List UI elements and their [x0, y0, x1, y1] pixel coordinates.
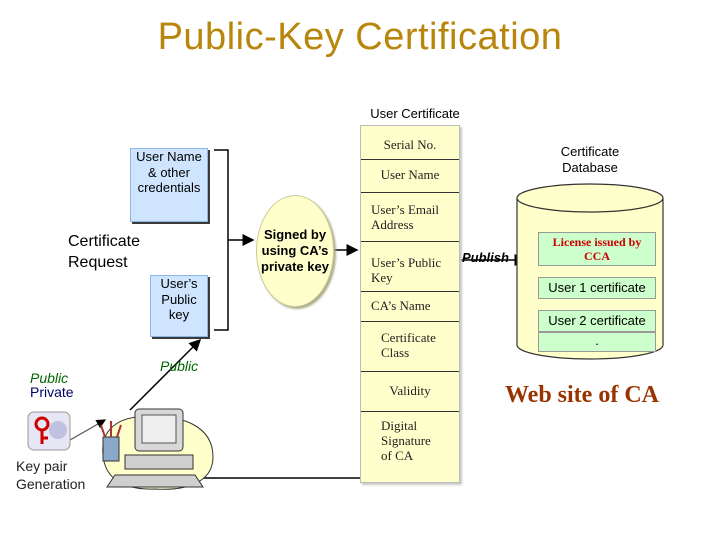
field-divider	[361, 192, 459, 193]
public-key-box: User’s Public key	[150, 275, 208, 337]
field-divider	[361, 371, 459, 372]
public-label-right: Public	[160, 358, 199, 374]
field-serial-no: Serial No.	[383, 137, 437, 152]
credentials-box: User Name & other credentials	[130, 148, 208, 222]
public-label-left: Public	[30, 370, 69, 386]
field-divider	[361, 411, 459, 412]
license-box: License issued by CCA	[538, 232, 656, 266]
keypair-arrow	[69, 419, 107, 441]
field-validity: Validity	[389, 383, 431, 398]
certificate-request-label: Certificate Request	[68, 233, 141, 271]
user-certificate-label: User Certificate	[370, 106, 460, 121]
signed-text: Signed by using CA’s private key	[261, 226, 329, 275]
key-icon	[27, 411, 71, 451]
credentials-text: User Name & other credentials	[136, 149, 202, 196]
field-email: User’s Email Address	[371, 202, 439, 232]
field-divider	[361, 159, 459, 160]
field-certificate-class: Certificate Class	[381, 330, 436, 360]
public-key-line	[129, 338, 202, 411]
page-title: Public-Key Certification	[157, 16, 563, 58]
computer-icon	[100, 408, 214, 490]
request-brace	[214, 149, 238, 331]
keypair-generation-label: Key pair Generation	[16, 458, 86, 493]
field-ca-name: CA’s Name	[371, 298, 431, 313]
public-key-text: User’s Public key	[160, 276, 198, 323]
user2-certificate: User 2 certificate	[538, 310, 656, 332]
field-divider	[361, 291, 459, 292]
field-divider	[361, 241, 459, 242]
user1-certificate: User 1 certificate	[538, 277, 656, 299]
website-label: Web site of CA	[505, 382, 659, 408]
field-divider	[361, 321, 459, 322]
field-user-name: User Name	[380, 167, 440, 182]
dot-item: .	[538, 332, 656, 352]
field-public-key: User’s Public Key	[371, 255, 442, 285]
signed-ellipse: Signed by using CA’s private key	[256, 195, 334, 307]
private-label: Private	[30, 384, 74, 400]
publish-label: Publish	[462, 250, 509, 265]
database-label: Certificate Database	[560, 144, 620, 175]
user-certificate-box: Serial No. User Name User’s Email Addres…	[360, 125, 460, 483]
field-digital-signature: Digital Signature of CA	[381, 418, 431, 463]
